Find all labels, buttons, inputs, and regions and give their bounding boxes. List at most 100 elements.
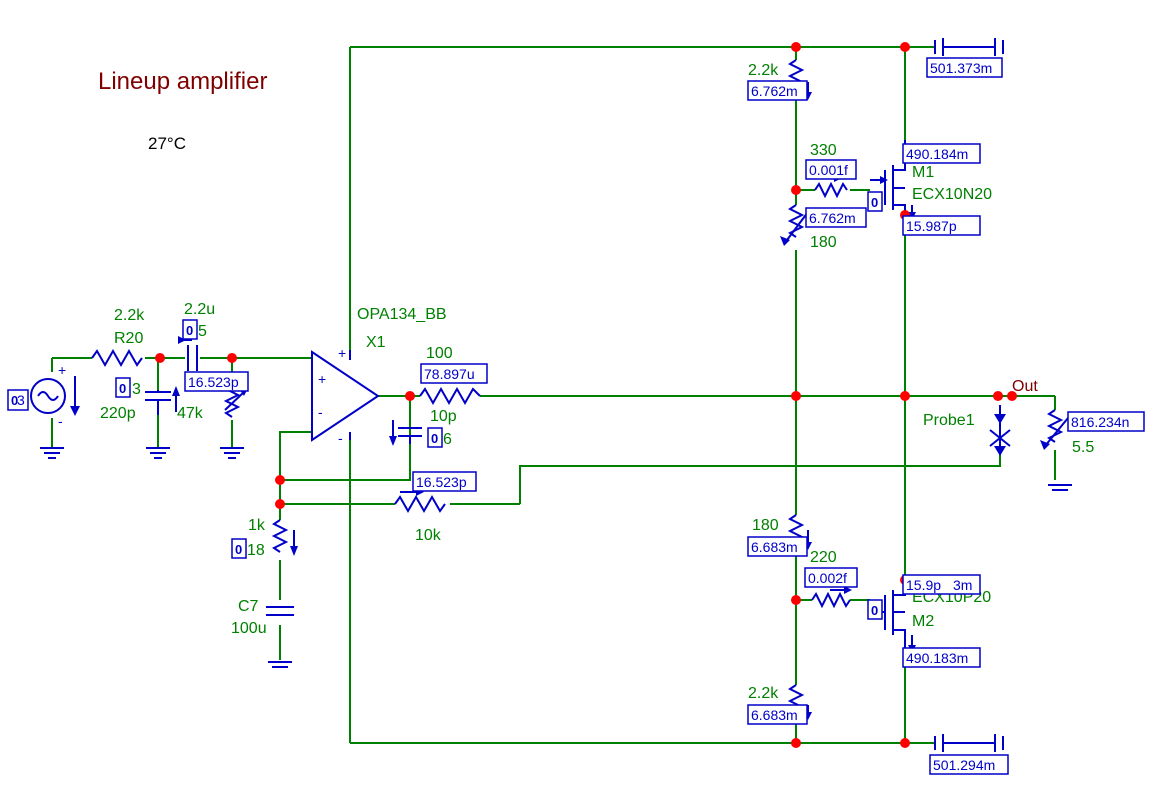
label-m1-ref: M1 [912, 164, 934, 181]
label-cap-in: 2.2u [184, 301, 215, 318]
svg-text:501.294m: 501.294m [933, 757, 995, 773]
svg-text:6.762m: 6.762m [809, 210, 856, 226]
meter-r-gnd[interactable]: 0 18 [231, 538, 265, 559]
ground-220p [146, 447, 170, 459]
svg-text:501.373m: 501.373m [930, 60, 992, 76]
meter-r-gate-bot[interactable]: 0.002f [804, 567, 858, 588]
meter-m1-gate[interactable]: 0 [867, 191, 883, 212]
label-m2-ref: M2 [912, 613, 934, 630]
label-r-bias-bot: 180 [752, 517, 779, 534]
label-c7-ref: C7 [238, 598, 259, 615]
meter-m1-d[interactable]: 490.184m [902, 143, 981, 164]
node [275, 475, 285, 485]
node [155, 353, 165, 363]
label-r-gate-bot: 220 [810, 549, 837, 566]
resistor-load [1040, 409, 1069, 450]
label-c7-value: 100u [231, 620, 267, 637]
label-cap-shunt: 220p [100, 405, 136, 422]
temperature-label: 27°C [148, 134, 186, 153]
meter-r-out[interactable]: 78.897u [420, 363, 488, 384]
meter-v-bot[interactable]: 501.294m [929, 754, 1009, 775]
meter-fb-top[interactable]: 16.523p [412, 471, 477, 492]
label-out: Out [1012, 378, 1038, 395]
svg-text:+: + [318, 371, 326, 387]
label-probe: Probe1 [923, 412, 975, 429]
node [791, 185, 801, 195]
svg-text:16.523p: 16.523p [188, 374, 239, 390]
wires [51, 46, 1056, 744]
label-r-top: 2.2k [748, 62, 779, 79]
meter-r-bias-top[interactable]: 6.762m [805, 207, 867, 228]
svg-text:0: 0 [186, 323, 193, 338]
svg-text:816.234n: 816.234n [1071, 414, 1129, 430]
svg-text:0: 0 [119, 381, 126, 396]
svg-text:3: 3 [17, 392, 25, 408]
resistor-100 [419, 386, 481, 406]
label-r-out: 100 [426, 345, 453, 362]
svg-text:6: 6 [443, 431, 452, 448]
node [900, 738, 910, 748]
battery-bottom [934, 734, 1004, 752]
svg-text:0: 0 [871, 195, 878, 210]
meter-r-load[interactable]: 816.234n [1067, 411, 1145, 432]
meter-cap-in[interactable]: 0 5 [182, 319, 207, 340]
meter-v-top[interactable]: 501.373m [926, 57, 1003, 78]
svg-text:15.9p: 15.9p [906, 577, 941, 593]
node [791, 42, 801, 52]
meter-c-out[interactable]: 0 6 [427, 427, 452, 448]
svg-text:0: 0 [871, 603, 878, 618]
label-r-bot: 2.2k [748, 685, 779, 702]
label-r-bias-top: 180 [810, 234, 837, 251]
ground-c7 [268, 661, 292, 668]
node [791, 391, 801, 401]
label-r20-value: 2.2k [114, 307, 145, 324]
svg-text:490.184m: 490.184m [906, 146, 968, 162]
node [791, 738, 801, 748]
svg-text:6.683m: 6.683m [751, 539, 798, 555]
ground-47k [220, 447, 244, 459]
svg-text:0: 0 [11, 393, 18, 408]
label-m1-model: ECX10N20 [912, 186, 992, 203]
label-r-load: 5.5 [1072, 439, 1094, 456]
resistor-r20 [91, 348, 143, 368]
meter-m2-gate[interactable]: 0 [867, 599, 883, 620]
meter-src[interactable]: 0 3 [7, 389, 29, 411]
meter-cap-in-right[interactable]: 16.523p [184, 371, 249, 392]
ground-load [1048, 484, 1072, 491]
label-r-gate-top: 330 [810, 142, 837, 159]
meter-shunt-in[interactable]: 0 3 [115, 377, 141, 398]
label-r20-ref: R20 [114, 330, 143, 347]
label-r-gnd: 1k [248, 517, 266, 534]
ground-source [40, 447, 64, 459]
diagram-title: Lineup amplifier [98, 68, 267, 95]
svg-text:3m: 3m [953, 577, 972, 593]
resistor-220 [811, 586, 852, 609]
svg-text:15.987p: 15.987p [906, 218, 957, 234]
node [900, 391, 910, 401]
label-opamp-model: OPA134_BB [357, 306, 447, 323]
meter-r-bias-bot[interactable]: 6.683m [747, 536, 808, 557]
label-c-out: 10p [430, 408, 457, 425]
label-r-fb: 10k [415, 527, 442, 544]
svg-text:0: 0 [431, 431, 438, 446]
ac-source: + - [30, 362, 80, 429]
svg-text:0.001f: 0.001f [809, 162, 848, 178]
meter-r-bot[interactable]: 6.683m [747, 704, 808, 725]
node [1007, 391, 1017, 401]
meter-m1-s[interactable]: 15.987p [902, 215, 981, 236]
node [405, 391, 415, 401]
probe1 [989, 405, 1011, 456]
meter-r-top[interactable]: 6.762m [747, 80, 808, 101]
capacitor-220p [145, 386, 180, 415]
svg-text:0.002f: 0.002f [808, 570, 847, 586]
svg-text:-: - [58, 413, 63, 429]
node [791, 595, 801, 605]
meter-r-gate-top[interactable]: 0.001f [805, 159, 857, 180]
svg-text:78.897u: 78.897u [424, 366, 475, 382]
capacitor-c7 [266, 606, 294, 616]
node [993, 391, 1003, 401]
meter-m2-d[interactable]: 490.183m [902, 647, 981, 668]
meter-m2-s[interactable]: 15.9p 3m [902, 574, 981, 595]
svg-text:5: 5 [198, 323, 207, 340]
